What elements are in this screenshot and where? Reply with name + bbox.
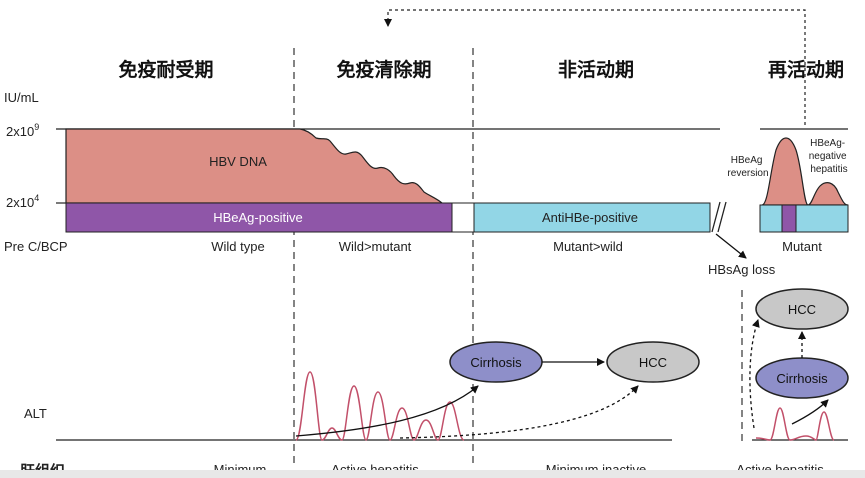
alt-to-hcc-dashed-arrow [399, 385, 639, 439]
reactivation-hbeag-bar [781, 204, 797, 233]
axis-break-mark-1 [711, 201, 721, 233]
seroconversion-gap [451, 202, 475, 233]
antihbe-positive-label: AntiHBe-positive [542, 210, 638, 225]
hcc-node [606, 341, 700, 383]
hcc-label: HCC [639, 355, 667, 370]
reactivation-antihbe-bar [759, 204, 849, 233]
hbv-dna-label: HBV DNA [209, 154, 267, 169]
hbv-dna-area [65, 128, 444, 204]
bottom-scroll-strip [0, 470, 865, 478]
cirrhosis-label: Cirrhosis [470, 355, 522, 370]
y-axis-unit: IU/mL [4, 90, 39, 105]
alt-flares-curve-right [755, 407, 835, 441]
alt-to-cirrhosis-arrow [295, 385, 479, 437]
hbsag-loss-arrow [715, 233, 747, 259]
alt-flares-curve [295, 371, 465, 441]
axis-break-mark-2 [717, 201, 727, 233]
phase-immune-clearance: 免疫清除期 [336, 58, 431, 81]
hbsag-loss-label: HBsAg loss [708, 262, 776, 277]
hbeag-reversion-label: HBeAg reversion [727, 155, 768, 179]
alt-to-cirrhosis-arrow-right [791, 399, 829, 425]
phase-reactivation: 再活动期 [768, 58, 844, 81]
alt-to-hcc-dashed-arrow-right [749, 319, 760, 429]
hbeag-positive-label: HBeAg-positive [213, 210, 303, 225]
precore-value-2: Wild>mutant [339, 239, 412, 254]
hcc-right-label: HCC [788, 302, 816, 317]
cirrhosis-right-label: Cirrhosis [776, 371, 828, 386]
y-tick-top: 2x109 [6, 122, 39, 139]
precore-label: Pre C/BCP [4, 239, 68, 254]
phase-immune-tolerant: 免疫耐受期 [118, 58, 213, 81]
hcc-node-right [755, 288, 849, 330]
phase-inactive: 非活动期 [558, 58, 634, 81]
hbeag-negative-hepatitis-label: HBeAg- negative hepatitis [809, 138, 850, 175]
antihbe-positive-bar [473, 202, 711, 233]
alt-label: ALT [24, 406, 47, 421]
reactivation-feedback-arrow [384, 9, 806, 125]
precore-value-4: Mutant [782, 239, 822, 254]
y-tick-bottom: 2x104 [6, 193, 39, 210]
precore-value-1: Wild type [211, 239, 264, 254]
precore-value-3: Mutant>wild [553, 239, 623, 254]
